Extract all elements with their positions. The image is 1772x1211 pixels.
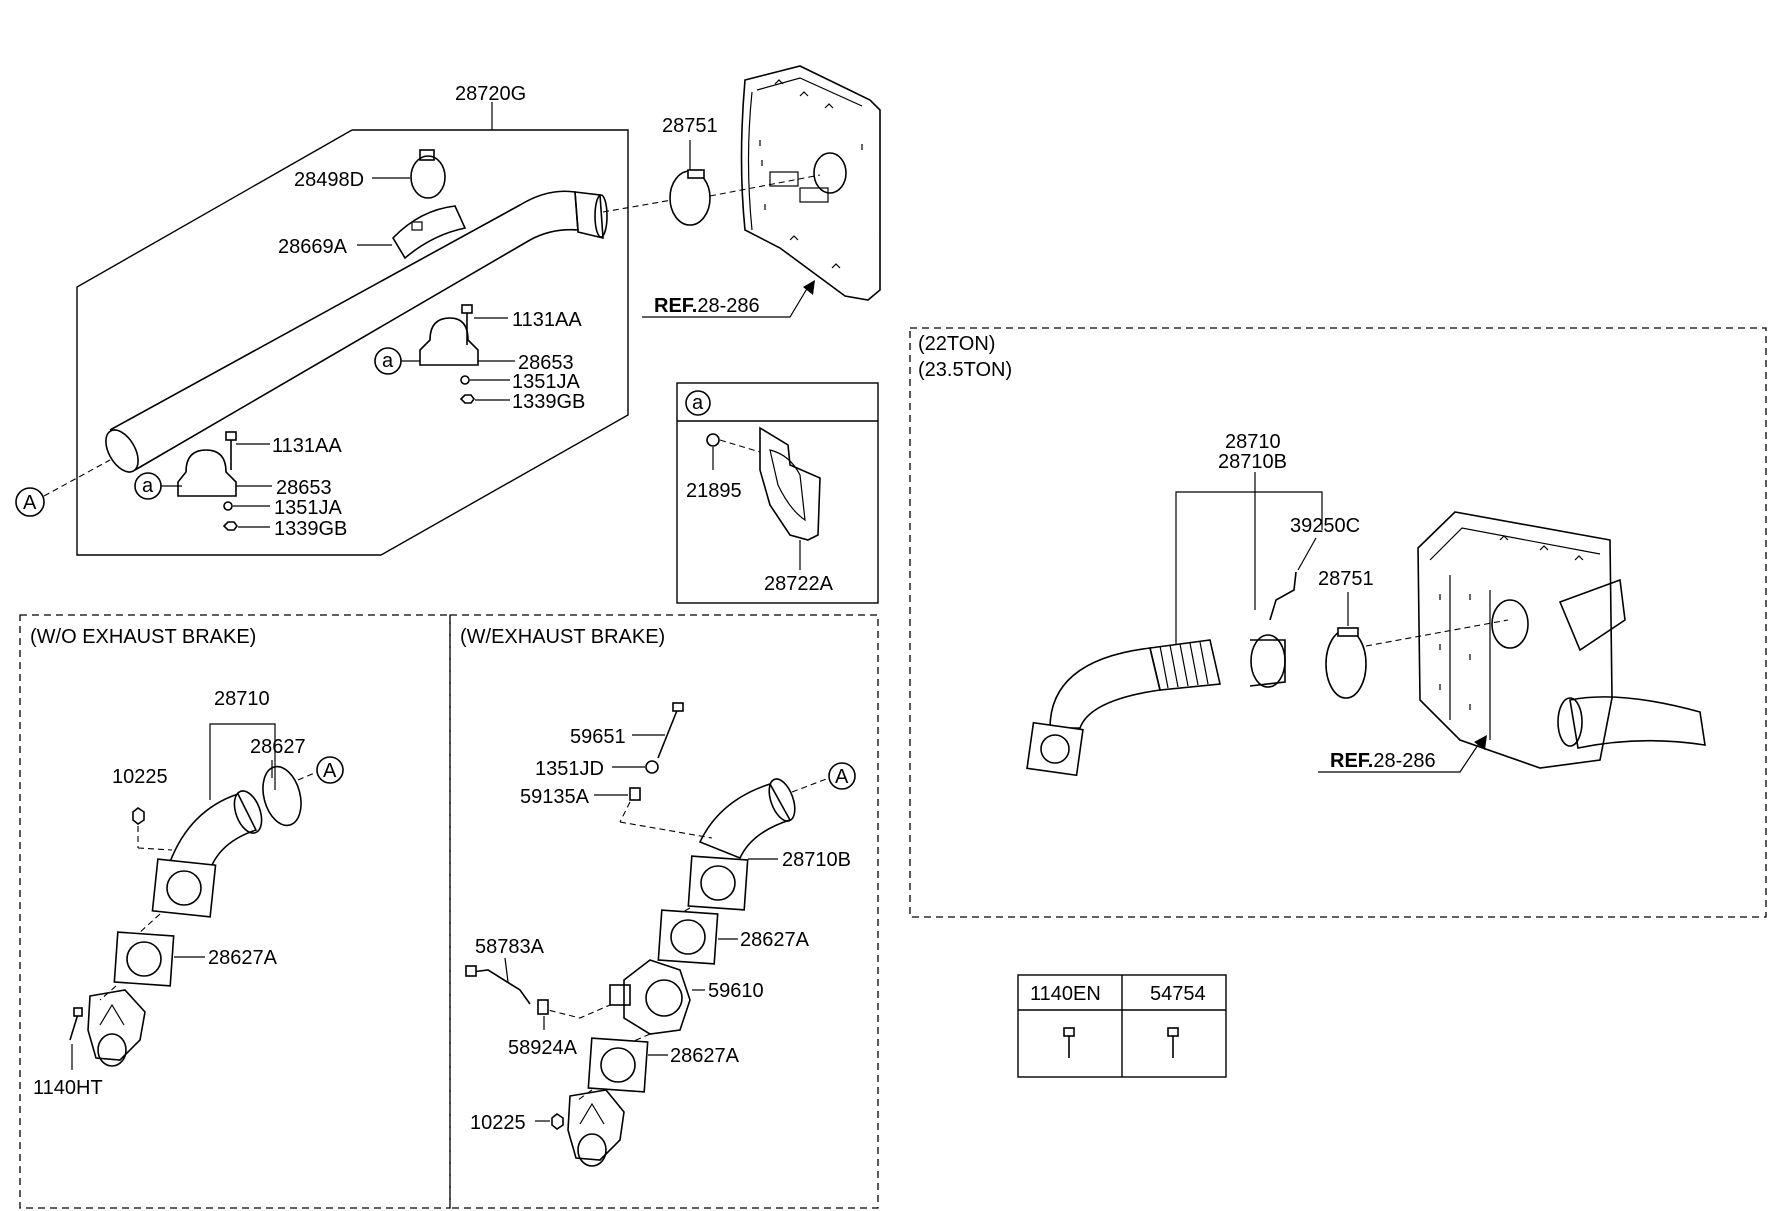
bolt-1140EN-icon — [1063, 1027, 1075, 1058]
nut-10225-wo — [132, 807, 145, 825]
label-28710B-ton: 28710B — [1218, 451, 1287, 473]
label-28710-ton: 28710 — [1225, 431, 1281, 453]
adapter-w — [567, 1089, 625, 1161]
clamp-28751-top — [669, 170, 711, 226]
bellows — [1149, 639, 1221, 691]
ton-variant-box: (22TON) (23.5TON) 28710 28710B 39250C 28… — [909, 327, 1767, 918]
callout-A-wo: A — [323, 760, 337, 782]
ref-ton: REF.28-286 — [1330, 750, 1436, 772]
nut-21895 — [706, 433, 720, 447]
bracket-28653-lower — [177, 449, 237, 497]
label-28751-top: 28751 — [662, 115, 718, 137]
label-1339GB-lower: 1339GB — [274, 518, 347, 540]
bolt-54754-icon — [1167, 1027, 1179, 1058]
label-10225-w: 10225 — [470, 1112, 526, 1134]
muffler-ton-studs — [1439, 535, 1584, 710]
label-28627A-wo: 28627A — [208, 947, 278, 969]
label-28722A: 28722A — [764, 573, 834, 595]
elbow-pipe-28710B — [698, 783, 792, 860]
label-28710B-w: 28710B — [782, 849, 851, 871]
ref-top: REF.28-286 — [654, 295, 760, 317]
title-22ton: (22TON) — [918, 333, 995, 355]
bracket-28653-upper — [419, 317, 479, 366]
clamp-28751-ton — [1325, 629, 1367, 699]
nut-10225-w — [551, 1113, 564, 1130]
fitting-58924A — [537, 999, 549, 1015]
callout-A-left: A — [23, 492, 37, 514]
label-28653-upper: 28653 — [518, 352, 574, 374]
callout-a-lower: a — [142, 475, 154, 497]
callout-a-upper: a — [382, 350, 394, 372]
gasket-28627A-w2 — [587, 1037, 649, 1093]
label-28710-wo: 28710 — [214, 688, 270, 710]
label-1351JA-lower: 1351JA — [274, 497, 342, 519]
main-pipe-assembly: 28720G 28498D 28669A 1131AA 28653 1351JA… — [15, 65, 881, 556]
label-28627-wo: 28627 — [250, 736, 306, 758]
label-28751-ton: 28751 — [1318, 568, 1374, 590]
label-1351JA-upper: 1351JA — [512, 371, 580, 393]
label-1131AA-upper: 1131AA — [512, 309, 582, 331]
label-58783A: 58783A — [475, 936, 545, 958]
wo-exhaust-brake-box: (W/O EXHAUST BRAKE) 28710 28627 A 10225 … — [19, 614, 451, 1209]
label-28653-lower: 28653 — [276, 477, 332, 499]
sleeve-28710B — [1250, 634, 1286, 688]
label-1140HT: 1140HT — [33, 1077, 103, 1099]
label-58924A: 58924A — [508, 1037, 578, 1059]
label-21895: 21895 — [686, 480, 742, 502]
detail-a-box: a 21895 28722A — [676, 382, 879, 604]
gasket-28627A-w1 — [657, 909, 719, 965]
assembly-frame — [76, 129, 629, 556]
label-59651: 59651 — [570, 726, 626, 748]
bolt-table-col1: 1140EN — [1030, 983, 1101, 1005]
muffler-top — [740, 65, 881, 301]
gasket-28627A-wo — [113, 931, 175, 987]
muffler-top-studs — [759, 79, 863, 269]
bolt-table: 1140EN 54754 — [1017, 974, 1227, 1078]
brake-valve-59610 — [623, 959, 691, 1035]
title-w-exhaust-brake: (W/EXHAUST BRAKE) — [460, 626, 665, 648]
label-28627A-w1: 28627A — [740, 929, 810, 951]
label-28627A-w2: 28627A — [670, 1045, 740, 1067]
elbow-pipe-28710 — [168, 793, 258, 871]
label-1339GB-upper: 1339GB — [512, 391, 585, 413]
title-wo-exhaust-brake: (W/O EXHAUST BRAKE) — [30, 626, 256, 648]
bolt-table-col2: 54754 — [1150, 983, 1206, 1005]
gasket-28627 — [262, 765, 302, 827]
label-1131AA-lower: 1131AA — [272, 435, 342, 457]
label-10225-wo: 10225 — [112, 766, 168, 788]
heat-shield-28669A — [391, 205, 467, 260]
pipe-39250C — [1269, 571, 1297, 621]
bolt-1140HT — [69, 1013, 79, 1041]
callout-A-w: A — [835, 766, 849, 788]
label-28498D: 28498D — [294, 169, 364, 191]
label-59135A: 59135A — [520, 786, 590, 808]
hose-58783A — [471, 969, 531, 1005]
title-23-5ton: (23.5TON) — [918, 359, 1012, 381]
w-exhaust-brake-box: (W/EXHAUST BRAKE) 59651 1351JD 59135A A … — [449, 614, 879, 1209]
bracket-28722A — [759, 426, 821, 541]
label-28720G: 28720G — [455, 83, 526, 105]
exhaust-pipe-28720G — [109, 190, 579, 471]
rod-59651 — [657, 707, 679, 759]
muffler-ton — [1417, 511, 1613, 769]
label-1351JD: 1351JD — [535, 758, 604, 780]
label-28669A: 28669A — [278, 236, 348, 258]
detail-a-callout: a — [692, 392, 704, 414]
label-39250C: 39250C — [1290, 515, 1360, 537]
label-59610: 59610 — [708, 980, 764, 1002]
bent-pipe-28710 — [1049, 647, 1161, 729]
adapter-wo — [87, 989, 146, 1061]
clamp-28498D — [410, 155, 446, 199]
